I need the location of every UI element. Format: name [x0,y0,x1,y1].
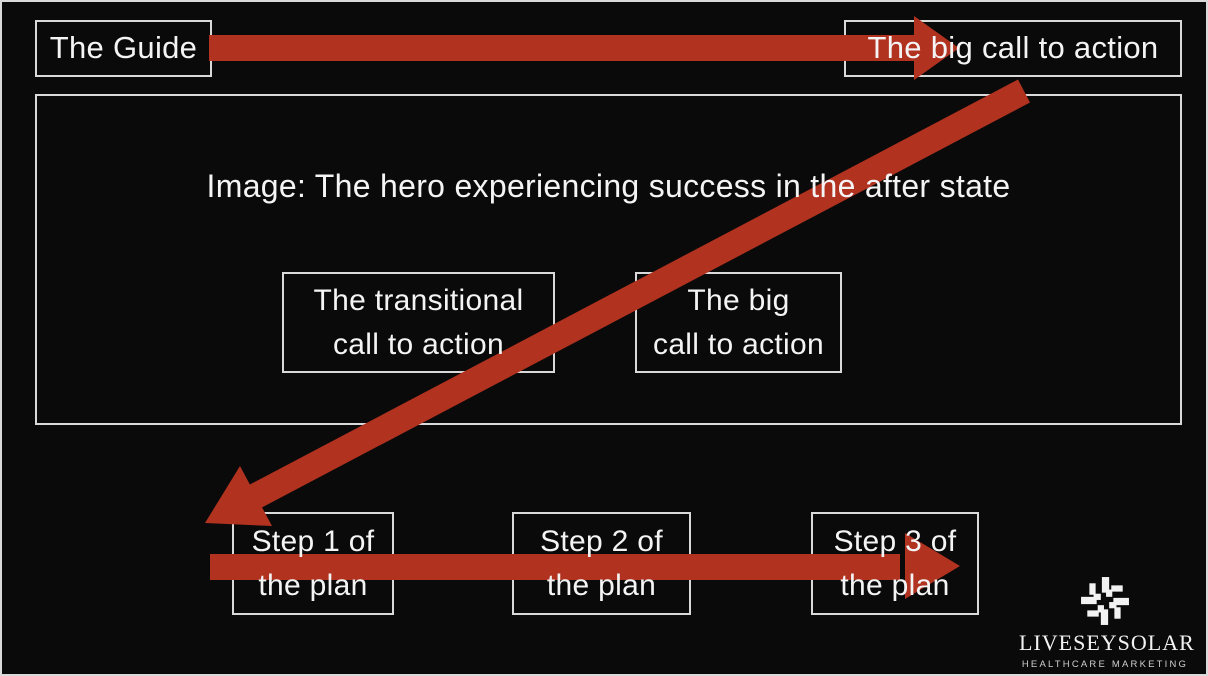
logo-tagline: HEALTHCARE MARKETING [1021,659,1189,670]
top-arrow [209,16,959,80]
step-3-label: Step 3 of the plan [833,525,957,602]
hero-caption: Image: The hero experiencing success in … [206,168,1011,204]
bottom-arrow [210,533,960,599]
big-cta-top-label: The big call to action [867,30,1159,66]
logo: LIVESEYSOLAR HEALTHCARE MARKETING [1019,576,1195,670]
big-cta-inner-label: The big call to action [653,284,824,361]
transitional-cta-label: The transitional call to action [313,284,524,361]
diagonal-arrow [205,79,1030,526]
guide-box: The Guide [35,20,212,77]
guide-label: The Guide [49,30,198,66]
step-3-box: Step 3 of the plan [811,512,979,615]
step-2-label: Step 2 of the plan [540,525,663,602]
big-cta-inner-box: The big call to action [635,272,842,373]
logo-name: LIVESEYSOLAR [1019,630,1195,655]
step-1-label: Step 1 of the plan [251,525,375,602]
transitional-cta-box: The transitional call to action [282,272,555,373]
weave-pinwheel-icon [1081,577,1129,625]
step-1-box: Step 1 of the plan [232,512,394,615]
big-cta-top-box: The big call to action [844,20,1182,77]
hero-image-box [35,94,1182,425]
